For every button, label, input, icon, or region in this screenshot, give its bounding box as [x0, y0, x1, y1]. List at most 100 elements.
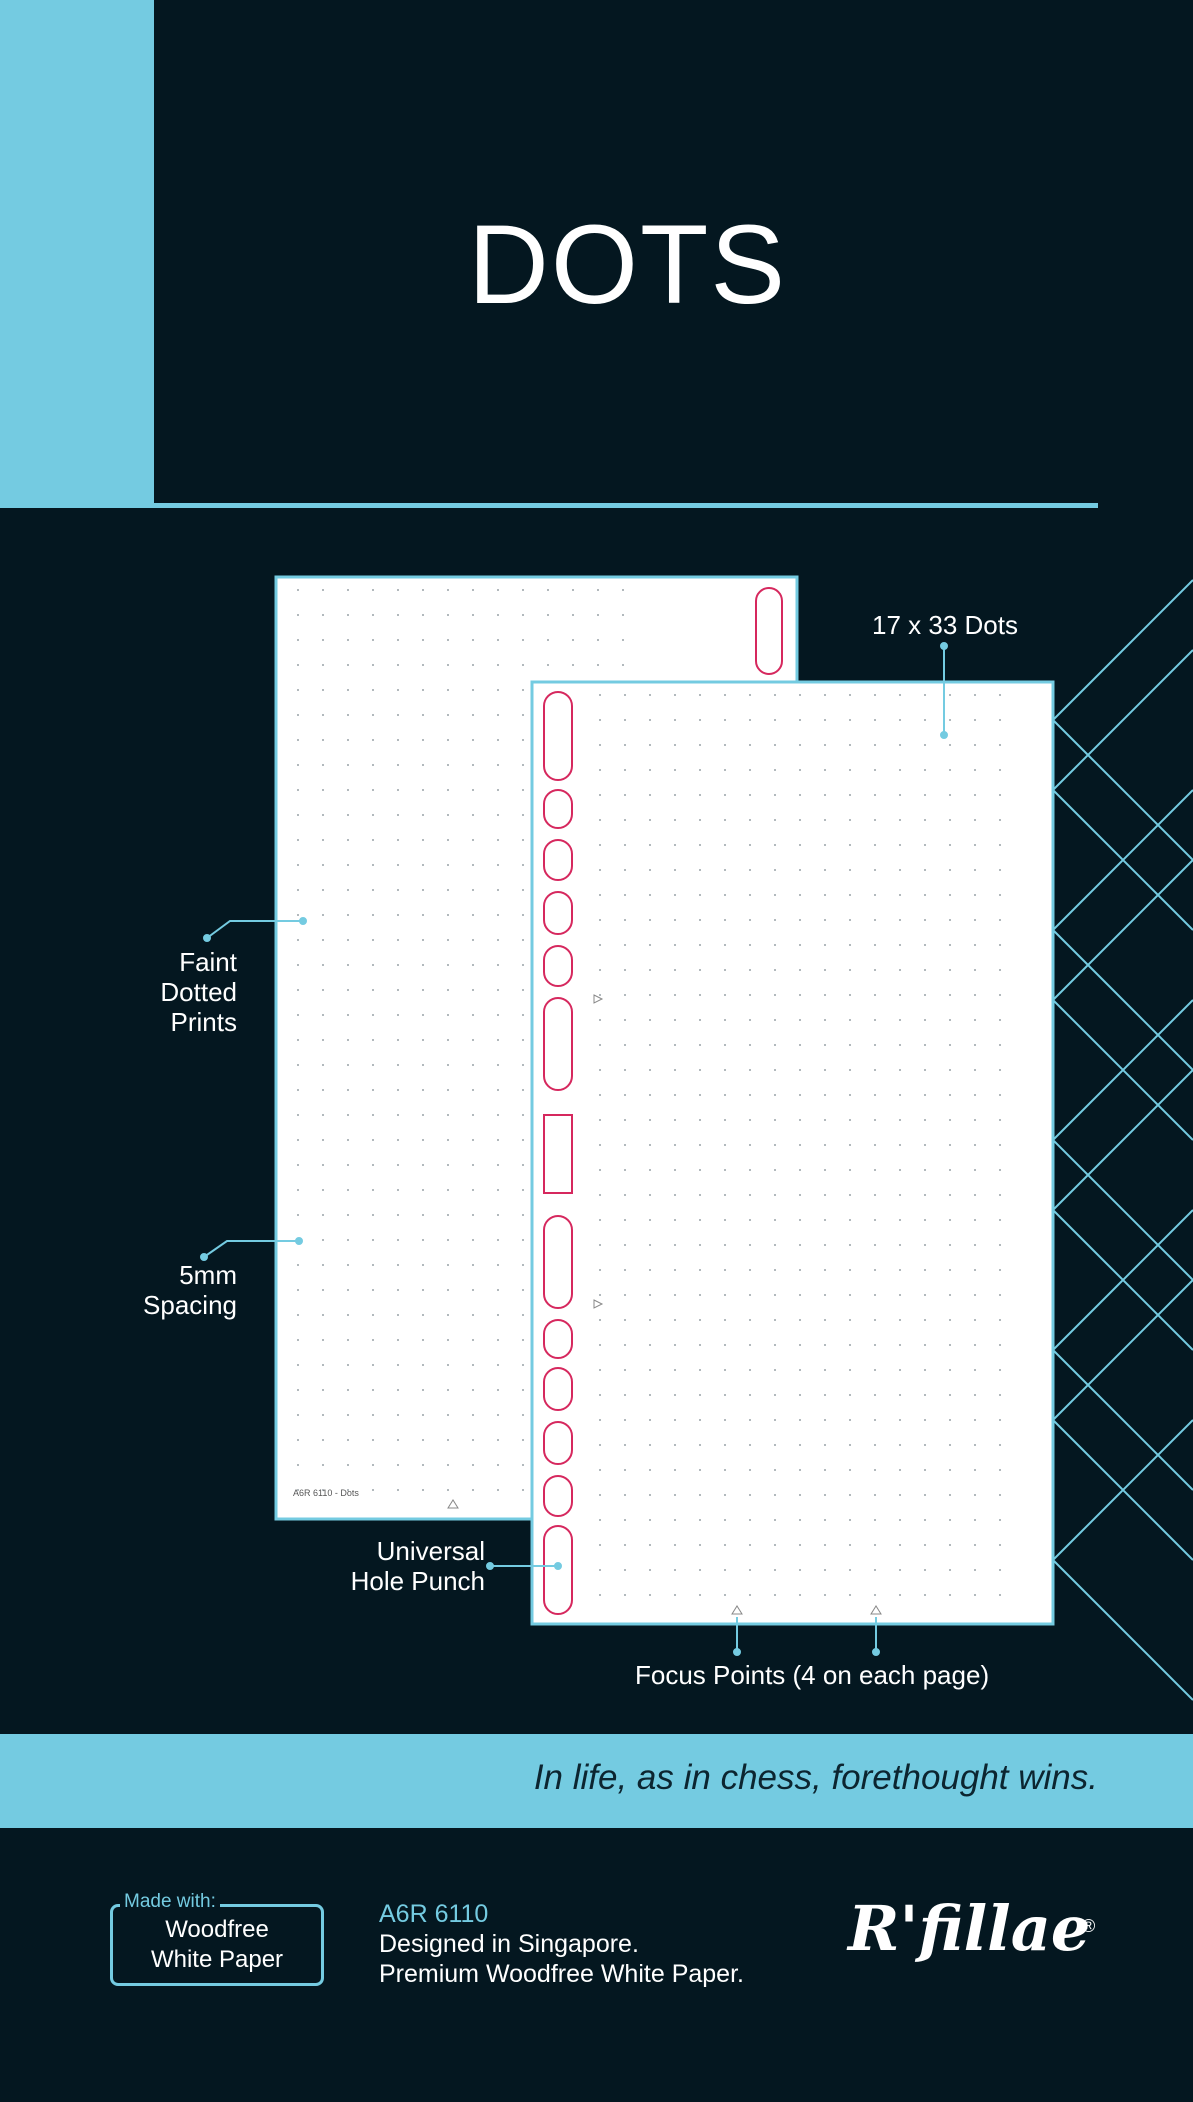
grid-dot: [824, 744, 826, 746]
grid-dot: [497, 1314, 499, 1316]
grid-dot: [774, 819, 776, 821]
grid-dot: [397, 864, 399, 866]
grid-dot: [949, 1369, 951, 1371]
grid-dot: [874, 994, 876, 996]
page-title: DOTS: [467, 202, 788, 327]
grid-dot: [849, 1069, 851, 1071]
grid-dot: [372, 914, 374, 916]
grid-dot: [924, 1369, 926, 1371]
grid-dot: [749, 744, 751, 746]
grid-dot: [849, 694, 851, 696]
grid-dot: [874, 1094, 876, 1096]
grid-dot: [824, 969, 826, 971]
grid-dot: [322, 1414, 324, 1416]
grid-dot: [422, 889, 424, 891]
grid-dot: [774, 1469, 776, 1471]
grid-dot: [749, 1419, 751, 1421]
grid-dot: [347, 1039, 349, 1041]
grid-dot: [372, 1089, 374, 1091]
grid-dot: [999, 1369, 1001, 1371]
grid-dot: [522, 714, 524, 716]
grid-dot: [849, 744, 851, 746]
grid-dot: [724, 1194, 726, 1196]
grid-dot: [397, 914, 399, 916]
made-with-line1: Woodfree: [165, 1916, 269, 1943]
grid-dot: [924, 1344, 926, 1346]
grid-dot: [599, 1094, 601, 1096]
grid-dot: [849, 1269, 851, 1271]
grid-dot: [799, 1469, 801, 1471]
grid-dot: [397, 1064, 399, 1066]
grid-dot: [497, 1264, 499, 1266]
grid-dot: [874, 1144, 876, 1146]
grid-dot: [297, 664, 299, 666]
grid-dot: [749, 1119, 751, 1121]
grid-dot: [397, 1014, 399, 1016]
grid-dot: [522, 664, 524, 666]
grid-dot: [347, 1414, 349, 1416]
grid-dot: [674, 869, 676, 871]
grid-dot: [599, 844, 601, 846]
grid-dot: [749, 1144, 751, 1146]
grid-dot: [999, 1319, 1001, 1321]
grid-dot: [322, 1164, 324, 1166]
grid-dot: [799, 869, 801, 871]
grid-dot: [999, 769, 1001, 771]
grid-dot: [899, 1594, 901, 1596]
grid-dot: [999, 1019, 1001, 1021]
grid-dot: [774, 719, 776, 721]
grid-dot: [497, 1064, 499, 1066]
grid-dot: [297, 639, 299, 641]
grid-dot: [649, 769, 651, 771]
paper-description: Premium Woodfree White Paper.: [379, 1960, 744, 1988]
grid-dot: [799, 1194, 801, 1196]
grid-dot: [649, 1069, 651, 1071]
grid-dot: [974, 1144, 976, 1146]
grid-dot: [422, 814, 424, 816]
grid-dot: [799, 844, 801, 846]
grid-dot: [372, 1014, 374, 1016]
grid-dot: [924, 744, 926, 746]
grid-dot: [924, 694, 926, 696]
grid-dot: [422, 1489, 424, 1491]
grid-dot: [447, 1414, 449, 1416]
grid-dot: [999, 994, 1001, 996]
grid-dot: [472, 589, 474, 591]
grid-dot: [774, 1019, 776, 1021]
grid-dot: [447, 689, 449, 691]
grid-dot: [749, 1269, 751, 1271]
grid-dot: [347, 739, 349, 741]
grid-dot: [447, 1039, 449, 1041]
grid-dot: [599, 794, 601, 796]
grid-dot: [624, 1494, 626, 1496]
grid-dot: [974, 719, 976, 721]
grid-dot: [422, 1164, 424, 1166]
grid-dot: [949, 944, 951, 946]
grid-dot: [974, 1394, 976, 1396]
grid-dot: [397, 1264, 399, 1266]
grid-dot: [699, 944, 701, 946]
grid-dot: [674, 969, 676, 971]
grid-dot: [447, 1489, 449, 1491]
grid-dot: [422, 1464, 424, 1466]
grid-dot: [447, 789, 449, 791]
grid-dot: [472, 1389, 474, 1391]
grid-dot: [624, 1194, 626, 1196]
grid-dot: [699, 819, 701, 821]
grid-dot: [949, 869, 951, 871]
grid-dot: [322, 1264, 324, 1266]
grid-dot: [724, 1469, 726, 1471]
grid-dot: [372, 1114, 374, 1116]
grid-dot: [297, 1089, 299, 1091]
grid-dot: [849, 1169, 851, 1171]
grid-dot: [799, 1594, 801, 1596]
grid-dot: [624, 1269, 626, 1271]
grid-dot: [974, 1469, 976, 1471]
grid-dot: [799, 1419, 801, 1421]
grid-dot: [699, 869, 701, 871]
grid-dot: [999, 1394, 1001, 1396]
grid-dot: [397, 739, 399, 741]
grid-dot: [572, 639, 574, 641]
grid-dot: [799, 1444, 801, 1446]
grid-dot: [974, 919, 976, 921]
